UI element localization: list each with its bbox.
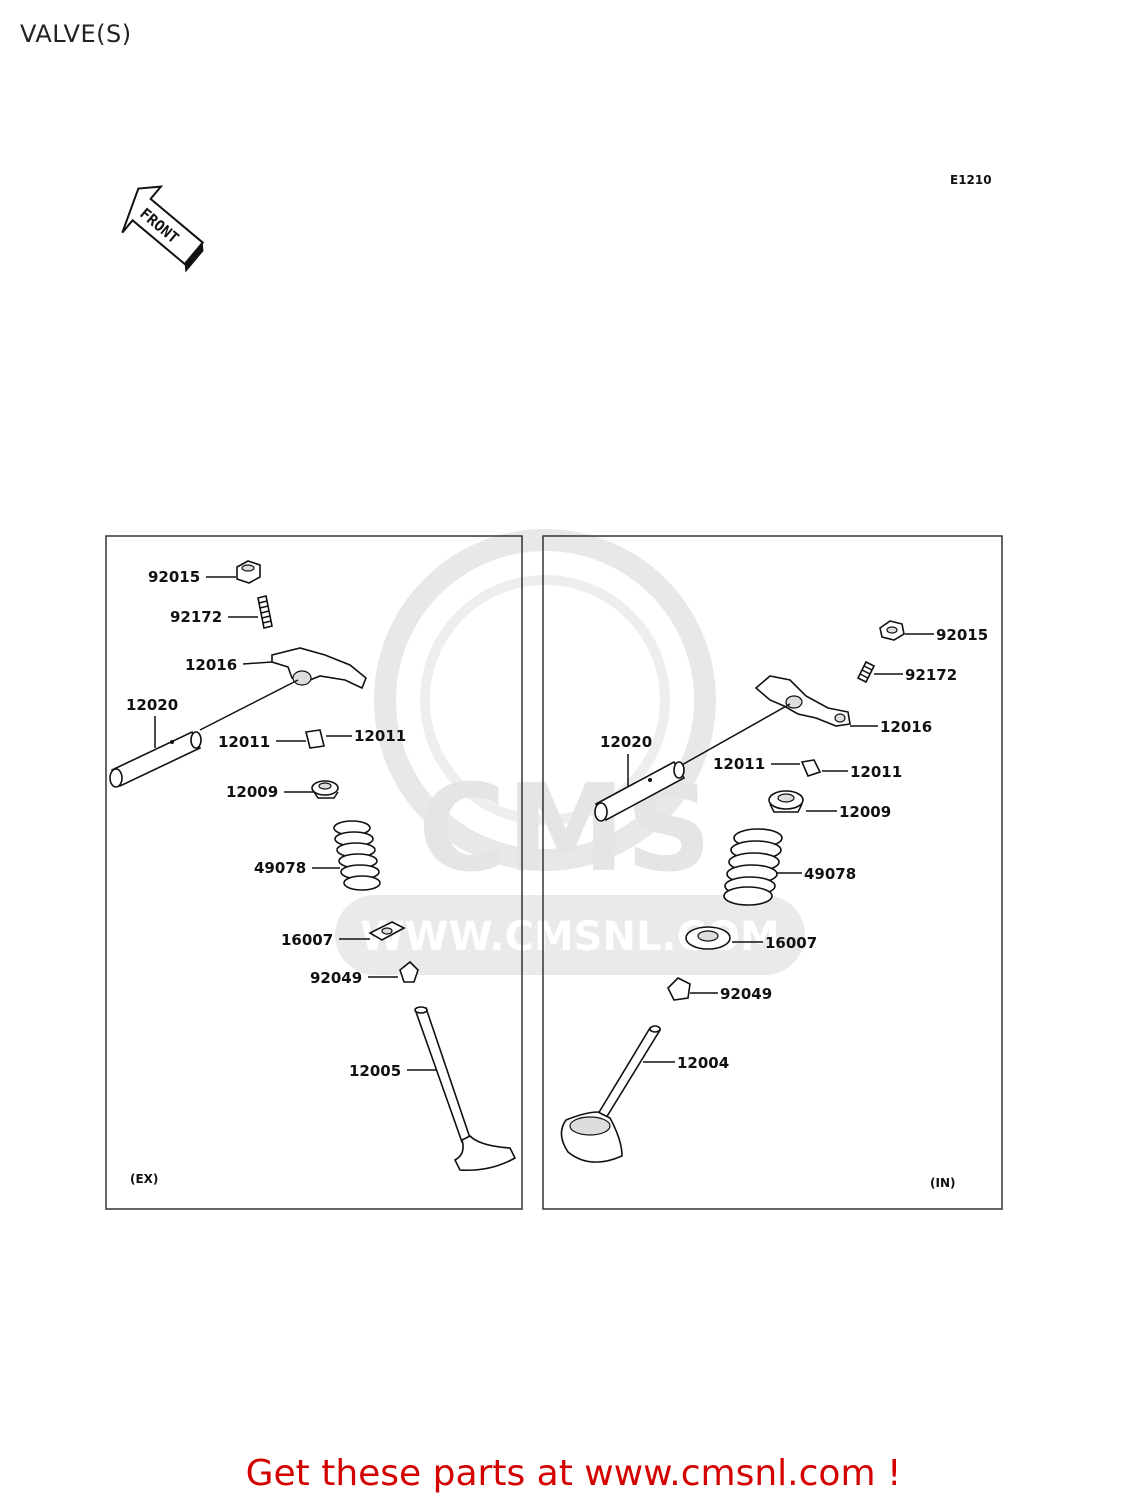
part-label: 12020 xyxy=(126,696,178,714)
exhaust-valve-icon xyxy=(414,1006,517,1172)
part-label: 12005 xyxy=(349,1062,401,1080)
part-label: 49078 xyxy=(804,865,856,883)
exhaust-panel xyxy=(105,535,523,1210)
collet-icon xyxy=(305,729,325,749)
exhaust-panel-label: (EX) xyxy=(130,1172,158,1186)
part-label: 12009 xyxy=(839,803,891,821)
collet-icon xyxy=(800,759,822,777)
part-label: 12011 xyxy=(713,755,765,773)
valve-spring-icon xyxy=(333,820,381,891)
spring-retainer-icon xyxy=(311,780,339,799)
adjust-screw-icon xyxy=(856,660,876,684)
get-parts-link[interactable]: Get these parts at www.cmsnl.com ! xyxy=(245,1453,902,1494)
part-label: 16007 xyxy=(765,934,817,952)
intake-panel-label: (IN) xyxy=(930,1176,955,1190)
part-label: 92172 xyxy=(170,608,222,626)
adjust-screw-icon xyxy=(257,595,273,629)
nut-icon xyxy=(236,560,261,584)
oil-seal-icon xyxy=(399,960,419,983)
part-label: 49078 xyxy=(254,859,306,877)
part-label: 92049 xyxy=(720,985,772,1003)
rocker-shaft-icon xyxy=(109,730,202,788)
rocker-shaft-icon xyxy=(594,760,686,822)
part-label: 92049 xyxy=(310,969,362,987)
intake-valve-icon xyxy=(560,1025,662,1163)
part-label: 92015 xyxy=(148,568,200,586)
part-label: 16007 xyxy=(281,931,333,949)
part-label: 12009 xyxy=(226,783,278,801)
front-arrow-icon: FRONT xyxy=(121,185,205,273)
part-label: 12011 xyxy=(218,733,270,751)
part-label: 12016 xyxy=(880,718,932,736)
part-label: 92172 xyxy=(905,666,957,684)
rocker-arm-icon xyxy=(271,647,367,690)
diagram-code: E1210 xyxy=(950,173,992,187)
part-label: 92015 xyxy=(936,626,988,644)
oil-seal-icon xyxy=(667,977,691,1001)
part-label: 12011 xyxy=(354,727,406,745)
nut-icon xyxy=(879,620,905,641)
part-label: 12020 xyxy=(600,733,652,751)
part-label: 12004 xyxy=(677,1054,729,1072)
spring-retainer-icon xyxy=(768,790,804,813)
page-title: VALVE(S) xyxy=(20,20,132,48)
rocker-arm-icon xyxy=(754,675,851,727)
valve-spring-icon xyxy=(723,828,783,906)
part-label: 12011 xyxy=(850,763,902,781)
spring-seat-icon xyxy=(368,921,406,941)
intake-panel xyxy=(542,535,1003,1210)
part-label: 12016 xyxy=(185,656,237,674)
spring-seat-icon xyxy=(685,926,731,950)
